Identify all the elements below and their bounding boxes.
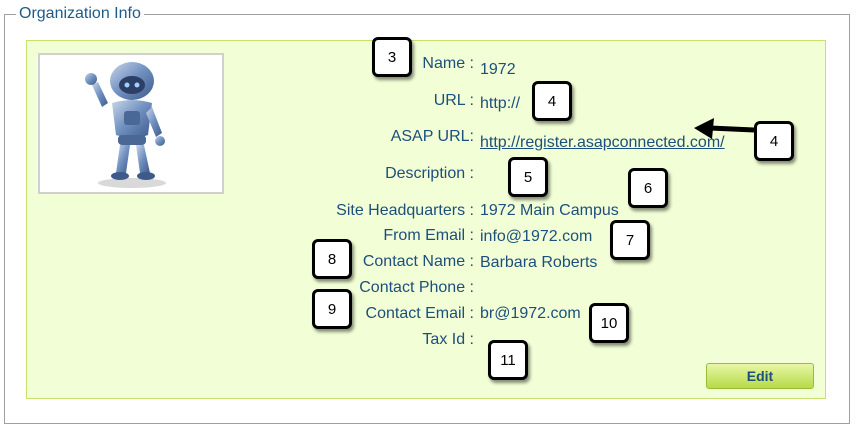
robot-icon xyxy=(85,62,166,188)
edit-button[interactable]: Edit xyxy=(706,363,814,389)
callout-badge: 4 xyxy=(754,121,794,161)
contact-email-label: Contact Email : xyxy=(365,305,474,322)
fieldset-legend: Organization Info xyxy=(16,4,144,24)
callout-badge: 4 xyxy=(532,81,572,121)
description-label: Description : xyxy=(385,165,474,182)
callout-badge: 6 xyxy=(628,168,668,208)
name-label: Name : xyxy=(422,55,474,72)
organization-avatar xyxy=(38,53,224,194)
from-email-value: info@1972.com xyxy=(480,228,593,245)
callout-badge: 8 xyxy=(312,239,352,279)
contact-name-value: Barbara Roberts xyxy=(480,254,598,271)
contact-email-value: br@1972.com xyxy=(480,305,581,322)
url-label: URL : xyxy=(433,92,474,109)
site-headquarters-value: 1972 Main Campus xyxy=(480,202,619,219)
asap-url-label: ASAP URL: xyxy=(390,128,474,145)
arrow-left-icon xyxy=(694,118,755,139)
callout-badge: 10 xyxy=(589,303,629,343)
url-value: http:// xyxy=(480,95,521,112)
callout-badge: 3 xyxy=(372,37,412,77)
contact-name-label: Contact Name : xyxy=(362,253,474,270)
callout-badge: 11 xyxy=(488,340,528,380)
from-email-label: From Email : xyxy=(383,227,474,244)
asap-url-link[interactable]: http://register.asapconnected.com/ xyxy=(480,134,725,151)
callout-badge: 9 xyxy=(312,289,352,329)
contact-phone-label: Contact Phone : xyxy=(359,279,474,296)
callout-badge: 7 xyxy=(610,220,650,260)
organization-info-fieldset xyxy=(4,14,850,424)
tax-id-label: Tax Id : xyxy=(422,331,474,348)
site-headquarters-label: Site Headquarters : xyxy=(336,202,474,219)
name-value: 1972 xyxy=(480,61,516,78)
callout-badge: 5 xyxy=(508,157,548,197)
